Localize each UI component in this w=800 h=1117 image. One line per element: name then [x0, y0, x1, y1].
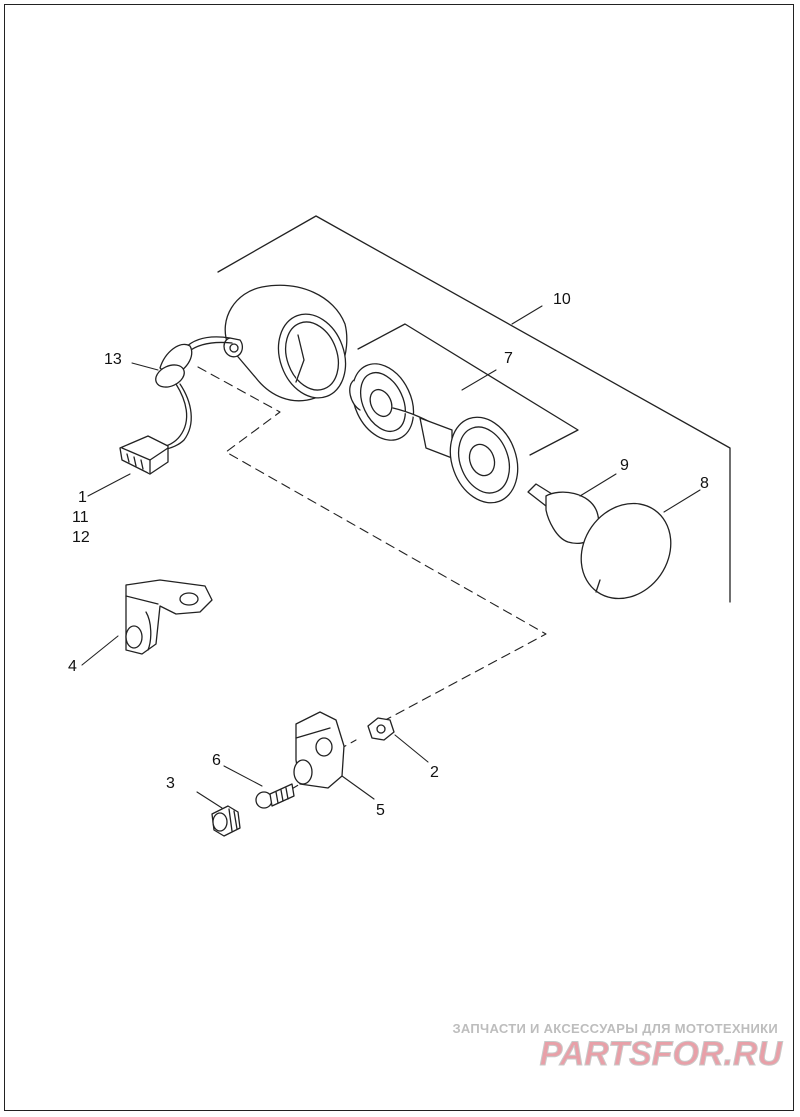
- partsfor-logo: PARTSFOR.RU: [539, 1035, 784, 1074]
- callout-labels: 13 1 11 12 4 3 6 2 5 7 10 9 8: [68, 291, 709, 819]
- group-7-bracket: [357, 323, 579, 456]
- nut-2: [367, 717, 395, 741]
- diagram-frame: [4, 4, 794, 1111]
- svg-text:PARTSFOR.RU: PARTSFOR.RU: [540, 1035, 784, 1073]
- callout-7: 7: [504, 350, 513, 367]
- socket-assembly: [349, 363, 519, 504]
- callout-2: 2: [430, 764, 439, 781]
- leader-lines: [81, 305, 701, 809]
- set-screw-3: [211, 805, 241, 837]
- callout-10: 10: [553, 291, 571, 308]
- stud-6: [255, 783, 295, 809]
- mounting-bracket-4: [125, 579, 213, 655]
- wire-harness: [119, 336, 233, 475]
- group-10-bracket: [217, 215, 731, 603]
- callout-5: 5: [376, 802, 385, 819]
- callout-3: 3: [166, 775, 175, 792]
- callout-6: 6: [212, 752, 221, 769]
- lens: [580, 502, 672, 600]
- callout-8: 8: [700, 475, 709, 492]
- callout-12: 12: [72, 529, 90, 546]
- callout-4: 4: [68, 658, 77, 675]
- callout-11: 11: [72, 509, 89, 526]
- callout-9: 9: [620, 457, 629, 474]
- lamp-housing: [223, 284, 348, 402]
- clamp-5: [293, 711, 345, 789]
- callout-1: 1: [78, 489, 87, 506]
- watermark-tagline: ЗАПЧАСТИ И АКСЕССУАРЫ ДЛЯ МОТОТЕХНИКИ: [452, 1021, 778, 1036]
- callout-13: 13: [104, 351, 122, 368]
